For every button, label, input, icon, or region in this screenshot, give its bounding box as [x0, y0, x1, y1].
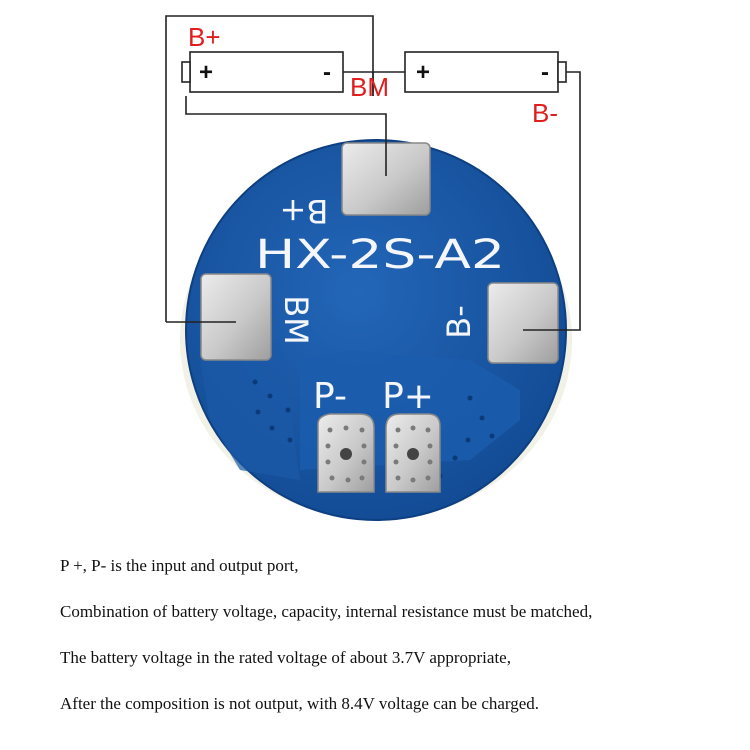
- pad-p-plus: [385, 413, 441, 493]
- battery-left-minus: -: [323, 59, 331, 86]
- silk-b-plus: B+: [280, 192, 329, 230]
- silk-bm: BM: [277, 295, 315, 345]
- battery-left: + -: [181, 51, 344, 93]
- battery-right: + -: [404, 51, 567, 93]
- pcb-board: [180, 139, 572, 521]
- label-b-minus: B-: [532, 98, 558, 128]
- wire-bm: [185, 71, 405, 176]
- battery-right-minus: -: [541, 59, 549, 86]
- silk-b-minus: B-: [440, 305, 478, 339]
- battery-right-plus: +: [416, 59, 430, 86]
- wire-b-minus: [523, 71, 581, 331]
- wires: [165, 15, 581, 331]
- description-notes: P +, P- is the input and output port, Co…: [60, 556, 740, 740]
- note-line-3: The battery voltage in the rated voltage…: [60, 648, 511, 667]
- note-line-1: P +, P- is the input and output port,: [60, 556, 299, 575]
- note-line-4: After the composition is not output, wit…: [60, 694, 540, 713]
- silk-p-minus: P-: [313, 376, 347, 417]
- wire-b-plus: [165, 15, 374, 323]
- label-b-plus: B+: [188, 22, 221, 52]
- silk-p-plus: P+: [382, 376, 434, 417]
- pad-b-minus: [487, 282, 559, 364]
- label-bm: BM: [350, 72, 389, 102]
- note-line-2: Combination of battery voltage, capacity…: [60, 602, 593, 621]
- battery-left-plus: +: [199, 59, 213, 86]
- board-model-label: HX-2S-A2: [255, 232, 505, 278]
- wiring-diagram: HX-2S-A2 B+ BM B- P- P+: [165, 15, 581, 521]
- pad-p-minus: [317, 413, 375, 493]
- pad-bm: [200, 273, 272, 361]
